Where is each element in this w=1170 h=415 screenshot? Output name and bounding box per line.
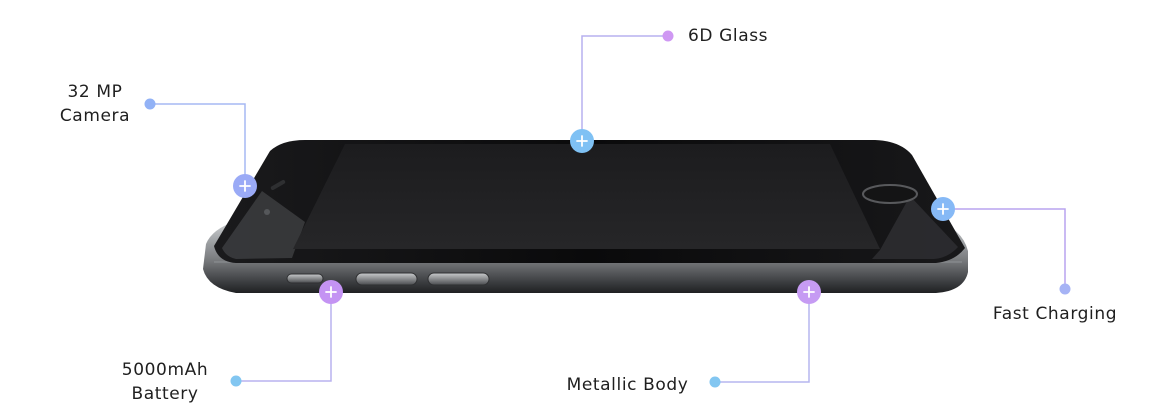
body-label-text: Metallic Body (566, 375, 689, 395)
battery-label-line1: 5000mAh (121, 360, 209, 380)
battery-label: 5000mAh Battery (110, 358, 220, 406)
charging-connector (943, 208, 1066, 289)
battery-connector (236, 292, 332, 382)
volume-up-button (355, 272, 418, 286)
volume-down-button (427, 272, 490, 286)
glass-label: 6D Glass (688, 24, 768, 48)
mute-switch (286, 273, 324, 284)
body-label: Metallic Body (555, 373, 700, 397)
glass-connector (581, 35, 668, 140)
connector-lines (150, 35, 1066, 383)
home-button (862, 184, 918, 204)
endpoint-dots (144, 30, 1071, 388)
dot-icon (1059, 283, 1071, 295)
battery-label-line2: Battery (131, 384, 199, 404)
dot-icon (662, 30, 674, 42)
camera-label: 32 MP Camera (40, 80, 150, 128)
hotspot-glass[interactable] (570, 129, 594, 153)
glass-label-text: 6D Glass (688, 26, 769, 46)
dot-icon (230, 375, 242, 387)
dot-icon (709, 376, 721, 388)
camera-label-line1: 32 MP (67, 82, 123, 102)
dot-icon (144, 98, 156, 110)
phone-image (203, 140, 968, 293)
hotspot-body[interactable] (797, 280, 821, 304)
charging-label-text: Fast Charging (992, 304, 1118, 324)
camera-connector (150, 103, 246, 185)
body-connector (715, 292, 810, 383)
hotspot-camera[interactable] (233, 174, 257, 198)
charging-label: Fast Charging (985, 302, 1125, 326)
hotspot-charging[interactable] (931, 197, 955, 221)
earpiece (270, 180, 286, 190)
phone-screen (293, 144, 880, 249)
hotspot-battery[interactable] (319, 280, 343, 304)
camera-label-line2: Camera (59, 106, 131, 126)
front-camera (264, 209, 270, 215)
